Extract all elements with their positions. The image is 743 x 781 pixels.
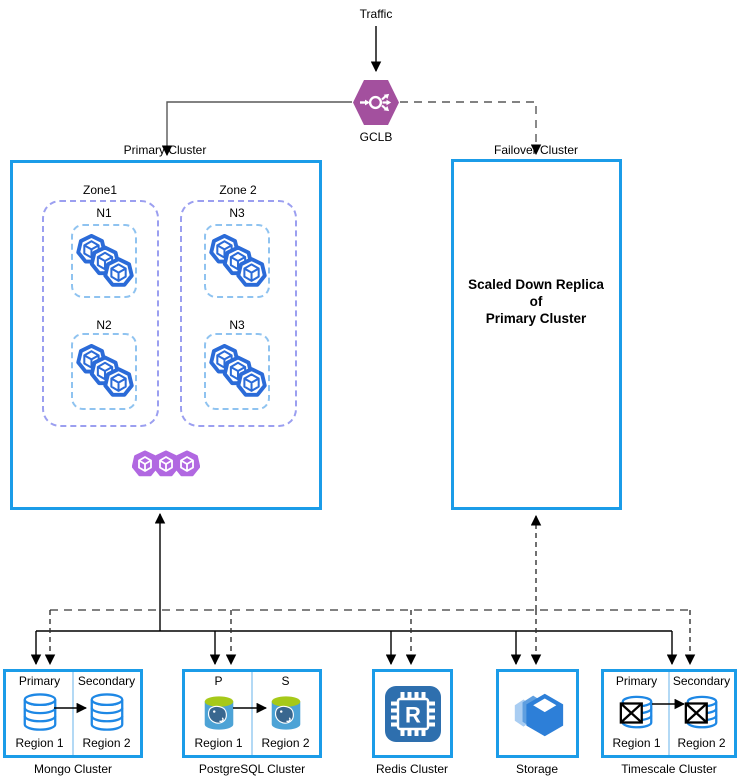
zone1-box — [42, 200, 159, 427]
mongodb-icon — [23, 692, 56, 731]
postgresql-icon — [203, 695, 234, 730]
timescale-primary-role: Primary — [615, 674, 658, 688]
node-n1-label: N1 — [96, 206, 112, 220]
postgres-primary-region: Region 1 — [194, 736, 243, 750]
postgres-divider — [251, 672, 253, 755]
redis-chip-icon: R — [384, 685, 441, 742]
failover-description-line: Primary Cluster — [485, 311, 587, 326]
mongo-divider — [72, 672, 74, 755]
kubernetes-pods-icon — [209, 344, 267, 399]
mongo-primary-role: Primary — [18, 674, 61, 688]
zone1-label: Zone1 — [82, 183, 118, 197]
timescaledb-icon — [619, 695, 652, 728]
postgres-secondary-half: S Region 2 — [252, 672, 319, 755]
timescale-cluster-caption: Timescale Cluster — [621, 762, 717, 776]
failover-description-line: of — [529, 294, 543, 309]
postgres-secondary-role: S — [281, 674, 290, 688]
storage-box — [496, 669, 579, 758]
node-n3a-label: N3 — [229, 206, 245, 220]
node-n1-box — [71, 224, 137, 298]
zone2-label: Zone 2 — [219, 183, 257, 197]
redis-cluster-caption: Redis Cluster — [375, 762, 449, 776]
mongo-secondary-half: Secondary Region 2 — [73, 672, 140, 755]
timescale-secondary-role: Secondary — [672, 674, 731, 688]
mongo-primary-half: Primary Region 1 — [6, 672, 73, 755]
svg-text:R: R — [405, 702, 421, 727]
timescale-primary-region: Region 1 — [612, 736, 661, 750]
timescale-primary-half: Primary Region 1 — [604, 672, 669, 755]
mongo-secondary-region: Region 2 — [82, 736, 131, 750]
node-n3a-box — [204, 224, 270, 298]
postgres-secondary-region: Region 2 — [261, 736, 310, 750]
node-n3b-box — [204, 333, 270, 410]
failover-cluster-label: Failover Cluster — [493, 143, 579, 157]
kubernetes-pods-icon — [76, 234, 134, 289]
node-n3b-label: N3 — [229, 318, 245, 332]
node-n2-label: N2 — [96, 318, 112, 332]
timescale-divider — [668, 672, 670, 755]
mongo-cluster-box: Primary Region 1 Secondary Region 2 — [3, 669, 143, 758]
postgres-cluster-caption: PostgreSQL Cluster — [198, 762, 306, 776]
kubernetes-pods-icon — [209, 234, 267, 289]
storage-caption: Storage — [515, 762, 559, 776]
gclb-label: GCLB — [359, 130, 393, 144]
failover-cluster-box — [451, 159, 622, 510]
postgres-primary-half: P Region 1 — [185, 672, 252, 755]
failover-description-line: Scaled Down Replica — [468, 277, 604, 292]
timescale-secondary-half: Secondary Region 2 — [669, 672, 734, 755]
redis-cluster-box: R — [372, 669, 453, 758]
kubernetes-pods-icon — [76, 344, 134, 399]
pods-purple-icon — [132, 450, 200, 477]
postgres-primary-role: P — [214, 674, 223, 688]
primary-cluster-label: Primary Cluster — [123, 143, 207, 157]
timescaledb-icon — [684, 695, 717, 728]
mongo-primary-region: Region 1 — [15, 736, 64, 750]
node-n2-box — [71, 333, 137, 410]
mongo-cluster-caption: Mongo Cluster — [33, 762, 113, 776]
zone2-box — [180, 200, 297, 427]
traffic-label: Traffic — [359, 7, 393, 21]
timescale-secondary-region: Region 2 — [677, 736, 726, 750]
timescale-cluster-box: Primary Region 1 Secondary Region 2 — [601, 669, 737, 758]
postgresql-icon — [270, 695, 301, 730]
gclb-load-balancer-icon — [353, 80, 399, 125]
postgres-cluster-box: P Region 1 S Region 2 — [182, 669, 322, 758]
storage-boxes-icon — [514, 693, 563, 736]
mongodb-icon — [90, 692, 123, 731]
failover-description: Scaled Down Replica of Primary Cluster — [468, 276, 604, 327]
mongo-secondary-role: Secondary — [77, 674, 136, 688]
